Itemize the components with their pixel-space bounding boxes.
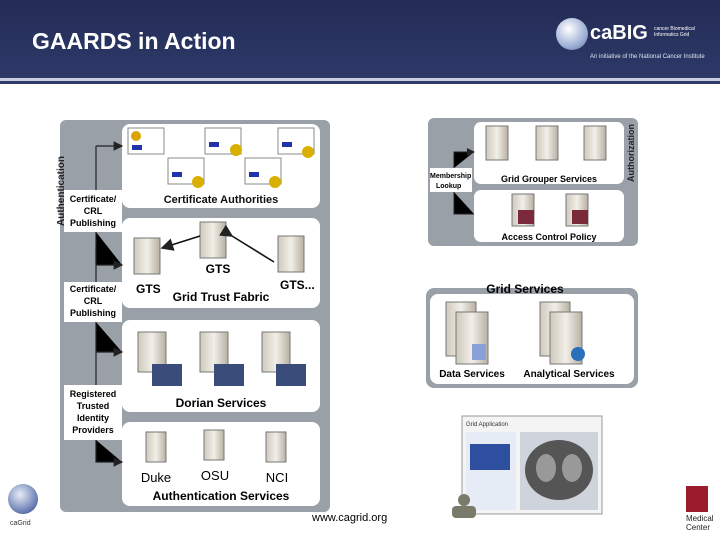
- membership-line1: Membership: [430, 173, 471, 180]
- cagrid-logo: caGrid: [4, 484, 44, 536]
- server-icon: [137, 331, 182, 386]
- ct-scan-thumbnail: [525, 440, 593, 500]
- grouper-label: Grid Grouper Services: [501, 174, 597, 184]
- cagrid-globe-icon: [8, 484, 38, 514]
- certificate-icon: [167, 157, 205, 188]
- certificate-icon: [127, 127, 165, 155]
- header-bar: GAARDS in Action caBIG cancer Biomedical…: [0, 0, 720, 84]
- user-icon: [452, 494, 476, 518]
- connector-arrow: [95, 440, 124, 467]
- registered-idp-line4: Providers: [72, 425, 114, 435]
- server-icon: [565, 193, 589, 227]
- ct-scan-lung: [536, 454, 556, 482]
- certificate-icon: [204, 127, 242, 156]
- authentication-side-label: Authentication: [56, 156, 67, 226]
- app-left-pane: [466, 432, 516, 510]
- cert-crl-label-bg: [64, 190, 122, 232]
- membership-line2: Lookup: [436, 183, 461, 190]
- server-icon: [511, 193, 535, 227]
- access-control-label: Access Control Policy: [501, 232, 596, 242]
- logo-small-text: cancer Biomedical Informatics Grid: [654, 26, 695, 38]
- us-map-thumbnail: [470, 444, 510, 470]
- cert-crl-line1: Certificate/: [70, 194, 117, 204]
- cert-crl-line2: CRL: [84, 296, 103, 306]
- osu-logo-line2: Center: [686, 523, 711, 532]
- gts-top-label: GTS: [206, 262, 231, 276]
- membership-line: [453, 192, 474, 215]
- registered-idp-label-bg: [64, 385, 122, 440]
- logo-tagline: An initiative of the National Cancer Ins…: [590, 54, 705, 60]
- globe-icon: [571, 347, 585, 361]
- ct-scan-lung: [562, 454, 582, 482]
- grid-application-title: Grid Application: [466, 422, 508, 428]
- analytical-services-label: Analytical Services: [523, 369, 615, 380]
- server-icon: [277, 235, 305, 273]
- server-icon: [583, 125, 607, 161]
- registered-idp-line3: Identity: [77, 413, 109, 423]
- server-icon: [445, 301, 489, 365]
- authorization-side-label: Authorization: [626, 124, 636, 182]
- osu-logo-mark: [686, 486, 708, 512]
- osu-label: OSU: [201, 468, 229, 483]
- logo-brand: caBIG: [590, 22, 648, 44]
- cert-crl-line1: Certificate/: [70, 284, 117, 294]
- server-icon: [199, 221, 227, 259]
- cert-crl-label-bg: [64, 282, 122, 322]
- grid-services-title: Grid Services: [486, 282, 564, 296]
- registered-idp-line2: Trusted: [77, 401, 110, 411]
- cagrid-logo-text: caGrid: [10, 520, 31, 527]
- globe-icon: [556, 18, 588, 50]
- cert-authorities-box: [122, 124, 320, 208]
- cert-authorities-label: Certificate Authorities: [164, 194, 279, 206]
- nci-label: NCI: [266, 470, 288, 485]
- membership-label-bg: [430, 168, 472, 192]
- gts-right-label: GTS...: [280, 278, 315, 292]
- gts-left-label: GTS: [136, 282, 161, 296]
- certificate-icon: [277, 127, 315, 158]
- server-icon: [145, 431, 167, 463]
- server-icon: [485, 125, 509, 161]
- osu-medical-center-logo: Medical Center: [676, 484, 718, 540]
- dorian-services-label: Dorian Services: [176, 396, 267, 410]
- auth-services-label: Authentication Services: [153, 489, 290, 503]
- header-rule: [0, 78, 720, 81]
- server-icon: [203, 429, 225, 461]
- page-title: GAARDS in Action: [32, 28, 236, 54]
- osu-logo-line1: Medical: [686, 514, 714, 523]
- cert-crl-line2: CRL: [84, 206, 103, 216]
- server-icon: [199, 331, 244, 386]
- grid-trust-fabric-label: Grid Trust Fabric: [173, 290, 270, 304]
- cabig-logo: caBIG cancer Biomedical Informatics Grid…: [556, 16, 706, 64]
- server-icon: [535, 125, 559, 161]
- server-icon: [539, 301, 583, 365]
- server-icon: [265, 431, 287, 463]
- data-services-label: Data Services: [439, 369, 505, 380]
- cert-crl-line3: Publishing: [70, 218, 116, 228]
- cert-crl-line3: Publishing: [70, 308, 116, 318]
- gts-sync-arrow: [160, 235, 201, 251]
- registered-idp-line1: Registered: [70, 389, 117, 399]
- certificate-icon: [244, 157, 282, 188]
- server-icon: [261, 331, 306, 386]
- duke-label: Duke: [141, 470, 171, 485]
- server-icon: [133, 237, 161, 275]
- database-icon: [472, 344, 486, 360]
- gts-sync-arrow: [219, 224, 275, 263]
- membership-arrow: [453, 148, 475, 168]
- cagrid-url[interactable]: www.cagrid.org: [312, 512, 388, 524]
